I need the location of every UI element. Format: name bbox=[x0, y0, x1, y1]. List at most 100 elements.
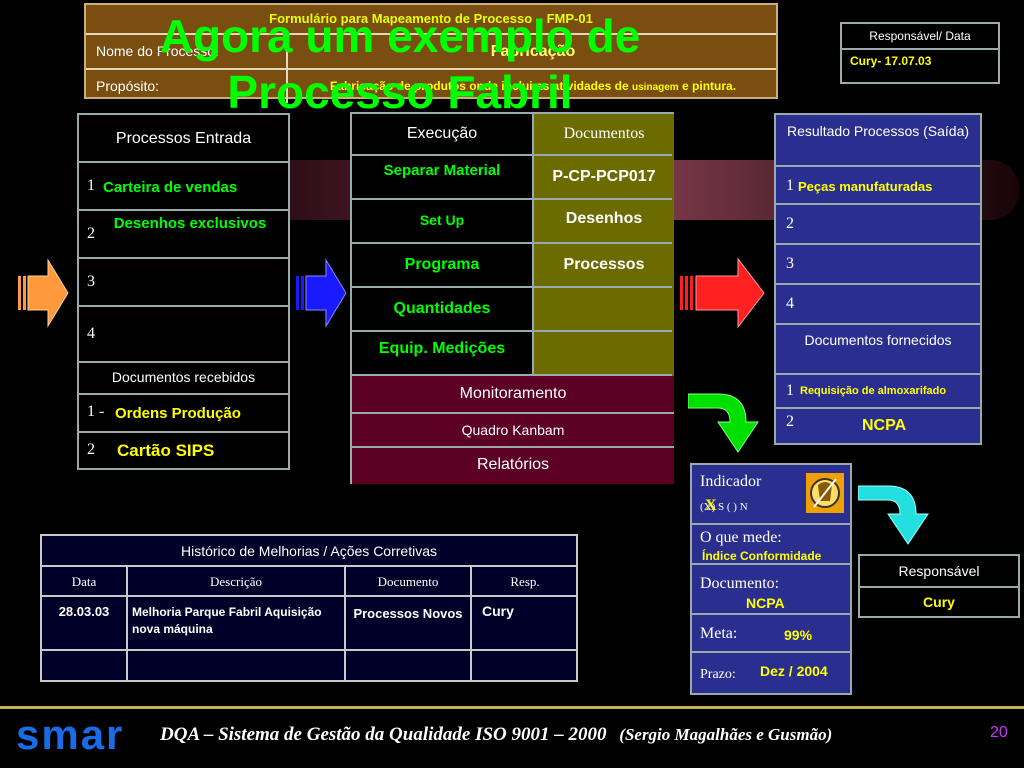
responsible-date-value: Cury- 17.07.03 bbox=[850, 54, 932, 68]
output-doc-number: 1 bbox=[786, 382, 794, 399]
input-row-number: 3 bbox=[87, 273, 95, 290]
output-row-3: 3 bbox=[776, 245, 980, 285]
input-doc-text: Ordens Produção bbox=[115, 405, 241, 422]
history-description: Melhoria Parque Fabril Aquisição nova má… bbox=[132, 605, 322, 636]
execution-row-3: Programa Processos bbox=[352, 244, 672, 288]
execution-row-4: Quantidades bbox=[352, 288, 672, 332]
history-responsible: Cury bbox=[482, 603, 514, 619]
outputs-header: Resultado Processos (Saída) bbox=[776, 115, 980, 167]
history-divider bbox=[344, 567, 346, 682]
deadline-value: Dez / 2004 bbox=[760, 663, 828, 679]
execution-box: Execução Documentos Separar Material P-C… bbox=[350, 112, 674, 484]
slide-title: Agora um exemplo de Processo Fabril bbox=[159, 10, 641, 118]
execution-document: Desenhos bbox=[565, 210, 643, 227]
purpose-text-small: usinagem bbox=[632, 82, 679, 93]
form-purpose-value: Fabricação de produtos onde inclui as at… bbox=[290, 70, 776, 103]
execution-step: Separar Material bbox=[383, 162, 501, 179]
execution-step: Programa bbox=[404, 256, 480, 273]
page-number: 20 bbox=[990, 724, 1008, 741]
goal-value: 99% bbox=[784, 627, 813, 643]
measures-value: Índice Conformidade bbox=[702, 549, 822, 563]
execution-step: Set Up bbox=[419, 212, 465, 228]
monitoring-item: Quadro Kanbam bbox=[352, 414, 674, 448]
form-header: Formulário para Mapeamento de Processo –… bbox=[86, 5, 776, 35]
history-column-description: Descrição bbox=[210, 574, 262, 589]
history-title: Histórico de Melhorias / Ações Corretiva… bbox=[42, 536, 576, 567]
output-row-1: 1 Peças manufaturadas bbox=[776, 167, 980, 205]
history-document: Processos Novos bbox=[353, 606, 463, 621]
execution-row-2: Set Up Desenhos bbox=[352, 200, 672, 244]
footer-text: DQA – Sistema de Gestão da Qualidade ISO… bbox=[160, 724, 832, 746]
execution-document: Processos bbox=[563, 256, 645, 273]
output-row-4: 4 bbox=[776, 285, 980, 325]
history-divider bbox=[470, 567, 472, 682]
indicator-selected-mark: X bbox=[705, 497, 717, 514]
output-row-number: 2 bbox=[786, 215, 794, 232]
execution-step: Quantidades bbox=[393, 300, 491, 317]
input-row-2: 2 Desenhos exclusivos bbox=[79, 211, 288, 259]
responsible-box: Responsável Cury bbox=[858, 554, 1020, 618]
history-column-document: Documento bbox=[377, 574, 439, 589]
output-row-text: Peças manufaturadas bbox=[798, 179, 933, 194]
indicator-emblem-icon bbox=[806, 473, 844, 513]
history-column-responsible: Resp. bbox=[510, 574, 540, 589]
responsible-header: Responsável bbox=[860, 556, 1018, 588]
footer-line bbox=[0, 706, 1024, 709]
indicator-box: Indicador (X) S ( ) N X O que mede: Índi… bbox=[690, 463, 852, 695]
responsible-date-box: Responsável/ Data Cury- 17.07.03 bbox=[840, 22, 1000, 84]
deadline-row: Prazo: Dez / 2004 bbox=[692, 653, 850, 695]
input-row-1: 1 Carteira de vendas bbox=[79, 163, 288, 211]
execution-row-5: Equip. Medições bbox=[352, 332, 672, 376]
history-date: 28.03.03 bbox=[58, 604, 110, 619]
goal-label: Meta: bbox=[700, 625, 738, 642]
output-doc-2: 2 NCPA bbox=[776, 409, 980, 445]
monitoring-header: Monitoramento bbox=[352, 376, 674, 414]
blue-arrow-icon bbox=[296, 258, 347, 328]
deadline-label: Prazo: bbox=[700, 667, 736, 682]
output-row-number: 1 bbox=[786, 177, 794, 194]
smar-logo: smar bbox=[16, 711, 125, 758]
measures-label: O que mede: bbox=[700, 529, 782, 546]
footer-authors: (Sergio Magalhães e Gusmão) bbox=[619, 725, 833, 744]
indicator-row: Indicador (X) S ( ) N X bbox=[692, 465, 850, 525]
history-column-date: Data bbox=[71, 574, 97, 589]
goal-row: Meta: 99% bbox=[692, 615, 850, 653]
execution-row-1: Separar Material P-CP-PCP017 bbox=[352, 156, 672, 200]
output-doc-number: 2 bbox=[786, 413, 794, 430]
cyan-curved-arrow-icon bbox=[858, 485, 929, 545]
output-row-2: 2 bbox=[776, 205, 980, 245]
inputs-docs-header: Documentos recebidos bbox=[79, 363, 288, 395]
output-doc-text: Requisição de almoxarifado bbox=[800, 385, 947, 397]
table-row bbox=[42, 651, 576, 682]
input-doc-text: Cartão SIPS bbox=[117, 441, 215, 460]
outputs-box: Resultado Processos (Saída) 1 Peças manu… bbox=[774, 113, 982, 445]
input-row-3: 3 bbox=[79, 259, 288, 307]
form-purpose-label: Propósito: bbox=[86, 70, 288, 103]
red-arrow-icon bbox=[680, 257, 765, 329]
input-doc-number: 2 bbox=[87, 441, 95, 458]
output-row-number: 4 bbox=[786, 295, 794, 312]
column-divider bbox=[532, 114, 534, 376]
output-row-number: 3 bbox=[786, 255, 794, 272]
input-doc-1: 1 - Ordens Produção bbox=[79, 395, 288, 433]
indicator-options: (X) S ( ) N bbox=[700, 501, 748, 513]
green-curved-arrow-icon bbox=[688, 393, 759, 453]
input-row-4: 4 bbox=[79, 307, 288, 363]
execution-document: P-CP-PCP017 bbox=[552, 168, 656, 185]
document-row: Documento: NCPA bbox=[692, 565, 850, 615]
document-value: NCPA bbox=[746, 595, 785, 611]
execution-step: Equip. Medições bbox=[378, 340, 506, 357]
history-table: Histórico de Melhorias / Ações Corretiva… bbox=[40, 534, 578, 682]
input-row-number: 1 bbox=[87, 177, 95, 194]
form-name-label: Nome do Processo: bbox=[86, 35, 288, 68]
outputs-docs-header: Documentos fornecidos bbox=[776, 325, 980, 375]
process-form: Formulário para Mapeamento de Processo –… bbox=[84, 3, 778, 103]
documents-column-bg bbox=[533, 114, 674, 376]
indicator-label: Indicador bbox=[700, 473, 762, 490]
output-doc-text: NCPA bbox=[862, 417, 907, 434]
input-row-text: Desenhos exclusivos bbox=[113, 215, 267, 232]
inputs-header: Processos Entrada bbox=[79, 115, 288, 163]
history-header-row: Data Descrição Documento Resp. bbox=[42, 567, 576, 597]
input-row-number: 4 bbox=[87, 325, 95, 342]
footer-system-name: DQA – Sistema de Gestão da Qualidade ISO… bbox=[160, 724, 607, 745]
